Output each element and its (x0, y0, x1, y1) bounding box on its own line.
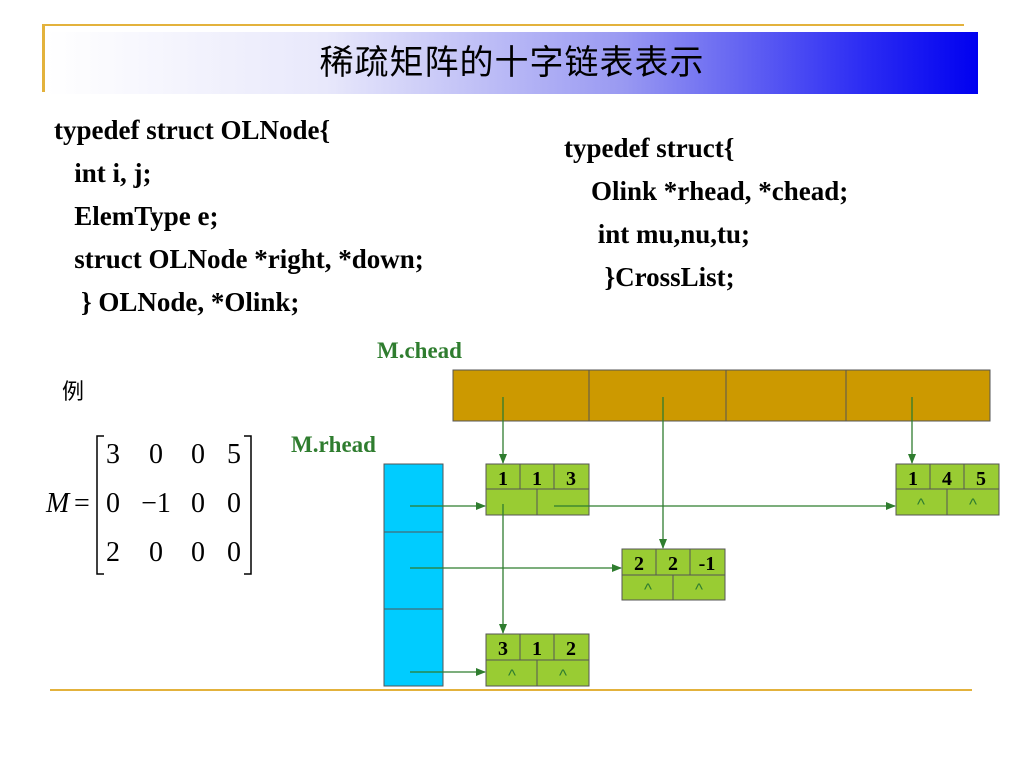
slide-title: 稀疏矩阵的十字链表表示 (319, 43, 705, 83)
node-col: 1 (532, 468, 542, 490)
matrix-cell: 0 (149, 439, 163, 470)
node-1-4: 1 4 5 ^ ^ (895, 463, 1000, 516)
matrix-cell: 0 (227, 488, 241, 519)
matrix-cell: −1 (141, 488, 171, 519)
matrix-cell: 0 (106, 488, 120, 519)
olnode-line: } OLNode, *Olink; (54, 287, 300, 317)
matrix-right-bracket (244, 435, 252, 575)
node-col: 2 (668, 553, 678, 575)
node-value: 3 (566, 468, 576, 490)
pointer-arrows (410, 397, 916, 676)
node-row: 2 (634, 553, 644, 575)
crosslist-line: }CrossList; (564, 262, 735, 292)
rhead-label: M.rhead (291, 432, 376, 457)
title-bar (46, 32, 978, 94)
top-rule (42, 24, 964, 26)
matrix-cell: 0 (227, 537, 241, 568)
olnode-line: int i, j; (54, 158, 152, 188)
matrix-equals: = (74, 488, 90, 519)
matrix-left-bracket (96, 435, 104, 575)
node-row: 3 (498, 638, 508, 660)
olnode-struct-code: typedef struct OLNode{ int i, j; ElemTyp… (54, 109, 424, 324)
crosslist-line: typedef struct{ (564, 133, 735, 163)
node-1-1: 1 1 3 (485, 463, 590, 516)
node-2-2: 2 2 -1 ^ ^ (621, 548, 726, 601)
matrix-m: M = 3 0 0 5 0 −1 0 0 2 0 0 0 (45, 435, 252, 575)
olnode-line: ElemType e; (54, 201, 219, 231)
node-value: 5 (976, 468, 986, 490)
matrix-cell: 5 (227, 439, 241, 470)
chead-cells (452, 369, 991, 422)
rhead-cells (383, 463, 444, 687)
node-row: 1 (908, 468, 918, 490)
null-right-pointer: ^ (695, 580, 703, 599)
olnode-line: struct OLNode *right, *down; (54, 244, 424, 274)
node-3-1: 3 1 2 ^ ^ (485, 633, 590, 687)
node-value: 2 (566, 638, 576, 660)
top-left-rule (42, 26, 45, 92)
matrix-cell: 2 (106, 537, 120, 568)
matrix-name: M (45, 488, 71, 519)
matrix-cell: 0 (191, 537, 205, 568)
matrix-cell: 0 (191, 488, 205, 519)
chead-label: M.chead (377, 338, 462, 363)
node-col: 1 (532, 638, 542, 660)
crosslist-struct-code: typedef struct{ Olink *rhead, *chead; in… (564, 124, 848, 296)
matrix-cell: 3 (106, 439, 120, 470)
null-right-pointer: ^ (559, 666, 567, 685)
matrix-cell: 0 (191, 439, 205, 470)
null-right-pointer: ^ (969, 495, 977, 514)
node-row: 1 (498, 468, 508, 490)
crosslist-line: int mu,nu,tu; (564, 219, 751, 249)
null-down-pointer: ^ (508, 666, 516, 685)
example-label: 例 (62, 380, 85, 405)
null-down-pointer: ^ (917, 495, 925, 514)
node-col: 4 (942, 468, 952, 490)
node-value: -1 (699, 553, 716, 575)
matrix-cell: 0 (149, 537, 163, 568)
chead-array (452, 369, 991, 422)
olnode-line: typedef struct OLNode{ (54, 115, 331, 145)
crosslist-line: Olink *rhead, *chead; (564, 176, 849, 206)
null-down-pointer: ^ (644, 580, 652, 599)
bottom-rule (50, 689, 972, 691)
rhead-array (383, 463, 444, 687)
